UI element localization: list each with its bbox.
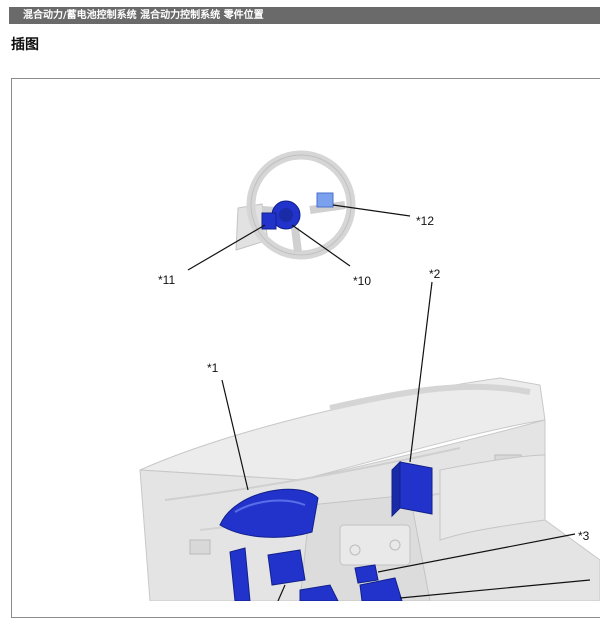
- callout-12: *12: [416, 214, 434, 228]
- callout-3: *3: [578, 529, 590, 543]
- callout-11: *11: [158, 273, 175, 287]
- leader-lines: [187, 204, 591, 601]
- dashboard-illustration: [139, 377, 600, 601]
- steering-wheel-illustration: [235, 150, 356, 260]
- breadcrumb: 混合动力/蓄电池控制系统 混合动力控制系统 零件位置: [23, 10, 264, 21]
- callout-1: *1: [207, 361, 219, 375]
- callout-2: *2: [429, 267, 441, 281]
- breadcrumb-bar: 混合动力/蓄电池控制系统 混合动力控制系统 零件位置: [9, 7, 600, 24]
- callout-10: *10: [353, 274, 371, 288]
- parts-location-illustration: *12 *10 *11 *2 *1 *3: [139, 150, 600, 601]
- section-title: 插图: [11, 37, 39, 53]
